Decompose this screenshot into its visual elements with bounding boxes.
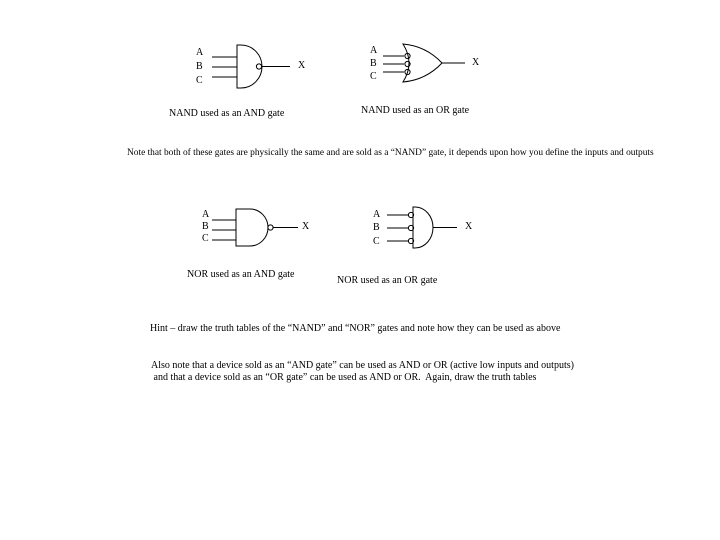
input-label-a: A [370, 45, 378, 56]
input-label-a: A [202, 209, 210, 220]
caption-nand-or: NAND used as an OR gate [361, 105, 470, 116]
output-label-x: X [465, 221, 473, 232]
input-label-b: B [202, 221, 209, 232]
also-note-line-2: and that a device sold as an “OR gate” c… [151, 372, 537, 383]
output-label-x: X [302, 221, 310, 232]
input-label-b: B [196, 61, 203, 72]
nor-and-gate-symbol [212, 208, 298, 247]
input-label-c: C [202, 233, 209, 244]
input-label-b: B [373, 222, 380, 233]
input-label-a: A [373, 209, 381, 220]
input-label-a: A [196, 47, 204, 58]
output-label-x: X [472, 57, 480, 68]
note-text: Note that both of these gates are physic… [127, 148, 654, 158]
caption-nor-or: NOR used as an OR gate [337, 275, 438, 286]
input-label-c: C [370, 71, 377, 82]
nand-and-gate-symbol [212, 44, 290, 89]
caption-nor-and: NOR used as an AND gate [187, 269, 295, 280]
input-label-c: C [196, 75, 203, 86]
hint-text: Hint – draw the truth tables of the “NAN… [150, 323, 561, 334]
output-label-x: X [298, 60, 306, 71]
input-label-c: C [373, 236, 380, 247]
also-note-line-1: Also note that a device sold as an “AND … [151, 360, 574, 371]
input-label-b: B [370, 58, 377, 69]
nand-or-gate-symbol [383, 43, 465, 83]
caption-nand-and: NAND used as an AND gate [169, 108, 285, 119]
nor-or-gate-symbol [387, 206, 457, 249]
